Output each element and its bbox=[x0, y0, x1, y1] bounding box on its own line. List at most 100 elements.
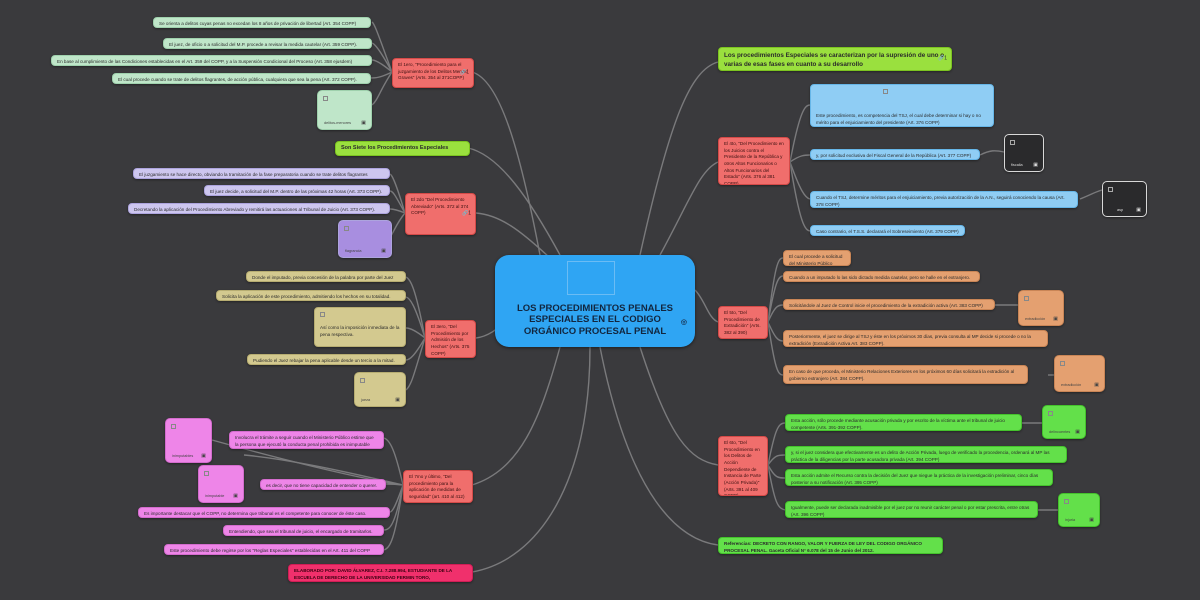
fifth-child-2-text: Cuando a un imputado lo las sido dictado… bbox=[789, 275, 971, 280]
topic-intro[interactable]: Los procedimientos Especiales se caracte… bbox=[718, 47, 952, 71]
image-placeholder-icon bbox=[1010, 140, 1015, 145]
third-child-4[interactable]: Pudiendo el Juez rebajar la pena aplicab… bbox=[247, 354, 406, 365]
topic-sixth-procedure[interactable]: El 6to, "Del Procedimiento en los Delito… bbox=[718, 436, 768, 496]
topic-fifth-procedure[interactable]: El 5to, "Del Procedimiento de Extradició… bbox=[718, 306, 768, 339]
credit-text: ELABORADO POR: DAVID ÁLVAREZ, C.I. 7.288… bbox=[294, 568, 453, 580]
note-icon[interactable]: ◎ bbox=[680, 318, 687, 326]
sixth-child-1[interactable]: Esta acción, sólo procede mediante acusa… bbox=[785, 414, 1022, 431]
third-child-3[interactable]: Así como la imposición inmediata de la p… bbox=[314, 307, 406, 347]
image-placeholder-icon bbox=[171, 424, 176, 429]
third-child-1[interactable]: Donde el imputado, previa concesión de l… bbox=[246, 271, 406, 282]
seventh-child-4[interactable]: Entendiendo, que sea el tribunal de juic… bbox=[223, 525, 384, 536]
sixth-child-2[interactable]: y, si el juez considera que efectivament… bbox=[785, 446, 1067, 463]
link-icon[interactable]: 🔗1 bbox=[461, 210, 471, 217]
image-icon: ▣ bbox=[361, 120, 366, 126]
second-image[interactable]: flagrancia ▣ bbox=[338, 220, 392, 258]
fourth-child-4[interactable]: Caso contrario, el T.S.S. declarará el S… bbox=[810, 225, 965, 236]
sixth-child-3[interactable]: Esta acción admite el Recurso contra la … bbox=[785, 469, 1053, 486]
image-placeholder-icon bbox=[323, 96, 328, 101]
image-icon: ▣ bbox=[1075, 429, 1080, 435]
second-child-2[interactable]: El juez decide, a solicitud del M.P. den… bbox=[204, 185, 390, 196]
fifth-child-1-text: El cual procede a solicitud del Minister… bbox=[789, 254, 843, 266]
seventh-child-3[interactable]: Es importante destacar que el COPP, no d… bbox=[138, 507, 390, 518]
topic-sixth-label: El 6to, "Del Procedimiento en los Delito… bbox=[724, 440, 762, 496]
second-child-1-text: El juzgamiento se hace directo, obviando… bbox=[139, 172, 368, 177]
first-child-2[interactable]: El juez, de oficio o a solicitud del M.P… bbox=[163, 38, 372, 49]
fifth-child-5-text: En caso de que proceda, el Ministerio Re… bbox=[789, 369, 1015, 381]
seven-text: Son Siete los Procedimientos Especiales bbox=[341, 145, 449, 151]
second-child-3[interactable]: Decretando la aplicación del Procedimien… bbox=[128, 203, 390, 214]
topic-second-procedure[interactable]: El 2do "Del Procedimiento Abreviado" (Ar… bbox=[405, 193, 476, 235]
first-child-1[interactable]: Se orienta a delitos cuyas penas no exce… bbox=[153, 17, 371, 28]
fourth-image-1[interactable]: fiscalia ▣ bbox=[1004, 134, 1044, 172]
fourth-child-2-text: y, por solicitud exclusiva del Fiscal Ge… bbox=[816, 153, 972, 158]
fifth-image-1[interactable]: extradicción ▣ bbox=[1018, 290, 1064, 326]
fourth-child-2[interactable]: y, por solicitud exclusiva del Fiscal Ge… bbox=[810, 149, 980, 160]
topic-fourth-procedure[interactable]: El 4to, "Del Procedimiento en los Juicio… bbox=[718, 137, 790, 185]
fourth-child-1[interactable]: Este procedimiento, es competencia del T… bbox=[810, 84, 994, 127]
fifth-image-2-caption: extradicción bbox=[1061, 383, 1082, 387]
second-child-1[interactable]: El juzgamiento se hace directo, obviando… bbox=[133, 168, 390, 179]
seventh-child-2[interactable]: es decir, que no tiene capacidad de ente… bbox=[260, 479, 386, 490]
topic-first-procedure[interactable]: El 1ero, "Procedimiento para el juzgamie… bbox=[392, 58, 474, 88]
topic-third-label: El 3ero, "Del Procedimiento por Admisión… bbox=[431, 324, 470, 356]
seventh-child-5[interactable]: Este procedimiento debe regirse por los … bbox=[164, 544, 384, 555]
link-icon[interactable]: 🔗1 bbox=[459, 69, 469, 76]
fifth-image-2[interactable]: extradicción ▣ bbox=[1054, 355, 1105, 392]
image-placeholder-icon bbox=[883, 89, 888, 94]
fifth-child-4[interactable]: Posteriormente, el juez se dirige al TSJ… bbox=[783, 330, 1048, 347]
sixth-child-3-text: Esta acción admite el Recurso contra la … bbox=[791, 473, 1039, 485]
topic-seven-procedures[interactable]: Son Siete los Procedimientos Especiales bbox=[335, 141, 470, 156]
seventh-image-2-caption: inimputable bbox=[205, 494, 225, 498]
central-title: LOS PROCEDIMIENTOS PENALES ESPECIALES EN… bbox=[516, 303, 674, 337]
reference-note[interactable]: Referencias: DECRETO CON RANGO, VALOR Y … bbox=[718, 537, 943, 554]
fifth-child-2[interactable]: Cuando a un imputado lo las sido dictado… bbox=[783, 271, 980, 282]
fourth-child-3-text: Cuando el TSJ, determine méritos para el… bbox=[816, 195, 1065, 207]
second-image-caption: flagrancia bbox=[345, 249, 362, 253]
fifth-child-3-text: Solicitándole al Juez de Control inicie … bbox=[789, 303, 983, 308]
third-child-4-text: Pudiendo el Juez rebajar la pena aplicab… bbox=[253, 358, 395, 363]
image-placeholder-icon bbox=[1048, 411, 1053, 416]
seventh-image-1[interactable]: inimputables ▣ bbox=[165, 418, 212, 463]
seventh-child-2-text: es decir, que no tiene capacidad de ente… bbox=[266, 483, 378, 488]
sixth-image-1-caption: delincuentes bbox=[1049, 430, 1071, 434]
topic-first-label: El 1ero, "Procedimiento para el juzgamie… bbox=[398, 62, 467, 81]
central-topic[interactable]: LOS PROCEDIMIENTOS PENALES ESPECIALES EN… bbox=[495, 255, 695, 347]
topic-fourth-label: El 4to, "Del Procedimiento en los Juicio… bbox=[724, 141, 784, 185]
first-child-2-text: El juez, de oficio o a solicitud del M.P… bbox=[169, 42, 358, 47]
central-image-placeholder bbox=[567, 261, 615, 295]
topic-third-procedure[interactable]: El 3ero, "Del Procedimiento por Admisión… bbox=[425, 320, 476, 358]
seventh-child-1[interactable]: Involucra el trámite a seguir cuando el … bbox=[229, 431, 384, 449]
image-placeholder-icon bbox=[1108, 187, 1113, 192]
fifth-child-3[interactable]: Solicitándole al Juez de Control inicie … bbox=[783, 299, 995, 310]
seventh-image-2[interactable]: inimputable ▣ bbox=[198, 465, 244, 503]
sixth-child-2-text: y, si el juez considera que efectivament… bbox=[791, 450, 1050, 462]
first-child-4-text: El cual procede cuando se trate de delit… bbox=[118, 77, 357, 82]
third-child-2[interactable]: Solicita la aplicación de este procedimi… bbox=[216, 290, 406, 301]
fifth-child-1[interactable]: El cual procede a solicitud del Minister… bbox=[783, 250, 851, 266]
fourth-child-3[interactable]: Cuando el TSJ, determine méritos para el… bbox=[810, 191, 1078, 208]
first-child-3[interactable]: En base al cumplimiento de las Condicion… bbox=[51, 55, 372, 66]
seventh-child-1-text: Involucra el trámite a seguir cuando el … bbox=[235, 435, 374, 447]
third-image[interactable]: jueza ▣ bbox=[354, 372, 406, 407]
first-image[interactable]: delitos-menores ▣ bbox=[317, 90, 372, 130]
image-icon: ▣ bbox=[233, 493, 238, 499]
sixth-image-1[interactable]: delincuentes ▣ bbox=[1042, 405, 1086, 439]
sixth-image-2[interactable]: injuria ▣ bbox=[1058, 493, 1100, 527]
image-icon: ▣ bbox=[1033, 162, 1038, 168]
topic-seventh-procedure[interactable]: El 7mo y último, "Del procedimiento para… bbox=[403, 470, 473, 503]
sixth-child-1-text: Esta acción, sólo procede mediante acusa… bbox=[791, 418, 1005, 430]
topic-seventh-label: El 7mo y último, "Del procedimiento para… bbox=[409, 474, 465, 499]
credit-note[interactable]: ELABORADO POR: DAVID ÁLVAREZ, C.I. 7.288… bbox=[288, 564, 473, 582]
link-icon[interactable]: 🔗1 bbox=[937, 55, 947, 62]
image-placeholder-icon bbox=[204, 471, 209, 476]
image-icon: ▣ bbox=[381, 248, 386, 254]
sixth-child-4[interactable]: Igualmente, puede ser declarada inadmisi… bbox=[785, 501, 1038, 518]
first-child-4[interactable]: El cual procede cuando se trate de delit… bbox=[112, 73, 371, 84]
image-icon: ▣ bbox=[1089, 517, 1094, 523]
seventh-child-3-text: Es importante destacar que el COPP, no d… bbox=[144, 511, 367, 516]
fifth-child-5[interactable]: En caso de que proceda, el Ministerio Re… bbox=[783, 365, 1028, 384]
fourth-image-2[interactable]: asp ▣ bbox=[1102, 181, 1147, 217]
seventh-child-5-text: Este procedimiento debe regirse por los … bbox=[170, 548, 371, 553]
first-child-3-text: En base al cumplimiento de las Condicion… bbox=[57, 59, 353, 64]
